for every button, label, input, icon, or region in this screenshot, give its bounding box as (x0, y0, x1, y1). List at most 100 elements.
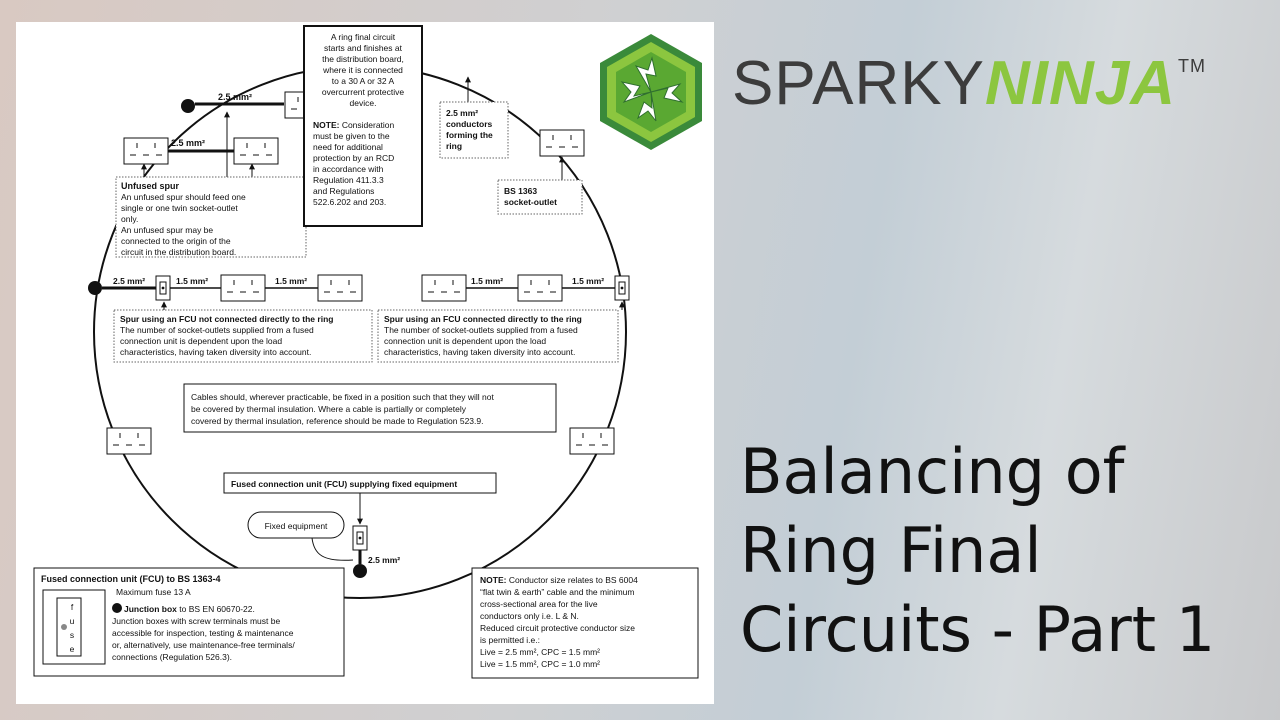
socket-outlet-top-left-2 (233, 137, 279, 165)
socket-outlet-right-spur-1 (421, 274, 467, 302)
socket-outlet-left-spur-2 (317, 274, 363, 302)
brand-name-sparky: SPARKY (732, 49, 985, 118)
brand-name-ninja: NINJA (984, 49, 1176, 118)
svg-text:connected to the origin of the: connected to the origin of the (121, 236, 231, 246)
cable-label: 1.5 mm² (471, 276, 503, 286)
svg-text:u: u (70, 616, 75, 626)
svg-text:single or one twin socket-outl: single or one twin socket-outlet (121, 203, 238, 213)
fcu-left (155, 275, 171, 301)
socket-outlet-left-spur-1 (220, 274, 266, 302)
title-line: Circuits - Part 1 (740, 593, 1216, 666)
cable-label: 1.5 mm² (275, 276, 307, 286)
svg-text:522.6.202 and 203.: 522.6.202 and 203. (313, 197, 386, 207)
svg-text:overcurrent protective: overcurrent protective (322, 87, 404, 97)
junction-point-left (88, 281, 102, 295)
svg-text:The number of socket-outlets s: The number of socket-outlets supplied fr… (120, 325, 314, 335)
cable-label: 2.5 mm² (368, 555, 400, 565)
svg-text:the distribution board,: the distribution board, (322, 54, 404, 64)
svg-text:ring: ring (446, 141, 462, 151)
bs1363-note: BS 1363 socket-outlet (504, 186, 557, 207)
svg-text:starts and finishes at: starts and finishes at (324, 43, 403, 53)
svg-text:A ring final circuit: A ring final circuit (331, 32, 396, 42)
junction-box-legend: Junction box to BS EN 60670-22. Junction… (112, 603, 295, 662)
svg-text:2.5 mm²: 2.5 mm² (446, 108, 478, 118)
socket-outlet-right-spur-2 (517, 274, 563, 302)
svg-text:accessible for inspection, tes: accessible for inspection, testing & mai… (112, 628, 294, 638)
svg-text:An unfused spur may be: An unfused spur may be (121, 225, 213, 235)
title-line: Ring Final (740, 514, 1042, 587)
ring-circuit-note: A ring final circuit starts and finishes… (322, 32, 404, 108)
svg-text:conductors only i.e. L & N.: conductors only i.e. L & N. (480, 611, 579, 621)
svg-text:Maximum fuse 13 A: Maximum fuse 13 A (116, 587, 191, 597)
socket-outlet-ring-right (569, 427, 615, 455)
svg-text:is permitted i.e.:: is permitted i.e.: (480, 635, 540, 645)
svg-text:socket-outlet: socket-outlet (504, 197, 557, 207)
socket-outlet-top-right (539, 129, 585, 157)
svg-text:connection unit is dependent u: connection unit is dependent upon the lo… (384, 336, 546, 346)
spur-fcu-not-connected-note: Spur using an FCU not connected directly… (120, 314, 333, 357)
junction-point-top (181, 99, 195, 113)
svg-text:Junction box to BS EN 60670-22: Junction box to BS EN 60670-22. (124, 604, 255, 614)
svg-text:cross-sectional area for the l: cross-sectional area for the live (480, 599, 598, 609)
svg-text:forming the: forming the (446, 130, 493, 140)
svg-text:characteristics, having taken: characteristics, having taken diversity … (120, 347, 311, 357)
svg-text:connection unit is dependent u: connection unit is dependent upon the lo… (120, 336, 282, 346)
svg-text:in accordance with: in accordance with (313, 164, 384, 174)
fcu-legend: Fused connection unit (FCU) to BS 1363-4… (41, 574, 221, 665)
cable-label: 2.5 mm² (171, 138, 205, 148)
svg-text:must be given to the: must be given to the (313, 131, 390, 141)
svg-text:Live = 2.5 mm², CPC = 1.5 mm²: Live = 2.5 mm², CPC = 1.5 mm² (480, 647, 600, 657)
svg-text:Spur using an FCU connected di: Spur using an FCU connected directly to … (384, 314, 582, 324)
unfused-spur-note: Unfused spur An unfused spur should feed… (121, 181, 246, 257)
svg-text:and Regulations: and Regulations (313, 186, 374, 196)
svg-text:NOTE: Conductor size relates t: NOTE: Conductor size relates to BS 6004 (480, 575, 638, 585)
cable-label: 2.5 mm² (113, 276, 145, 286)
svg-text:characteristics, having taken: characteristics, having taken diversity … (384, 347, 575, 357)
wiring-diagram: 2.5 mm² 2.5 mm² Unfused spur An unfused … (16, 22, 714, 704)
svg-text:Cables should, wherever practi: Cables should, wherever practicable, be … (191, 392, 495, 402)
svg-text:Junction boxes with screw term: Junction boxes with screw terminals must… (112, 616, 280, 626)
svg-text:be covered by thermal insulati: be covered by thermal insulation. Where … (191, 404, 467, 414)
svg-text:or, alternatively, use mainten: or, alternatively, use maintenance-free … (112, 640, 295, 650)
svg-text:circuit in the distribution bo: circuit in the distribution board. (121, 247, 236, 257)
svg-text:e: e (70, 644, 75, 654)
svg-text:covered by thermal insulation,: covered by thermal insulation, reference… (191, 416, 484, 426)
cable-label: 1.5 mm² (176, 276, 208, 286)
svg-text:protection by an RCD: protection by an RCD (313, 153, 394, 163)
socket-outlet-top-left-1 (123, 137, 169, 165)
svg-text:only.: only. (121, 214, 138, 224)
svg-text:“flat twin & earth” cable and: “flat twin & earth” cable and the minimu… (480, 587, 634, 597)
svg-text:Fused connection unit (FCU) to: Fused connection unit (FCU) to BS 1363-4 (41, 574, 221, 584)
svg-text:f: f (71, 602, 74, 612)
trademark: TM (1177, 56, 1206, 76)
video-title: Balancing of Ring Final Circuits - Part … (740, 432, 1270, 669)
socket-outlet-ring-left (106, 427, 152, 455)
svg-text:Reduced circuit protective con: Reduced circuit protective conductor siz… (480, 623, 635, 633)
svg-text:Spur using an FCU not connecte: Spur using an FCU not connected directly… (120, 314, 333, 324)
conductors-note: 2.5 mm² conductors forming the ring (446, 108, 493, 151)
svg-text:need for additional: need for additional (313, 142, 383, 152)
conductor-size-note: NOTE: Conductor size relates to BS 6004 … (480, 575, 638, 669)
sparky-ninja-logo-icon (596, 32, 706, 152)
svg-text:Unfused spur: Unfused spur (121, 181, 180, 191)
svg-text:to a 30 A or 32 A: to a 30 A or 32 A (332, 76, 395, 86)
svg-text:where it is connected: where it is connected (322, 65, 403, 75)
svg-text:s: s (70, 630, 74, 640)
fcu-fixed-equipment-label: Fused connection unit (FCU) supplying fi… (231, 479, 457, 489)
fixed-equipment-label: Fixed equipment (265, 521, 328, 531)
rcd-note: NOTE: Consideration must be given to the… (313, 120, 395, 207)
spur-fcu-connected-note: Spur using an FCU connected directly to … (384, 314, 582, 357)
fcu-right (614, 275, 630, 301)
svg-text:connections (Regulation 526.3): connections (Regulation 526.3). (112, 652, 232, 662)
svg-text:device.: device. (350, 98, 377, 108)
cable-label: 2.5 mm² (218, 92, 252, 102)
cable-label: 1.5 mm² (572, 276, 604, 286)
fcu-bottom (352, 525, 368, 551)
thermal-insulation-note: Cables should, wherever practicable, be … (191, 392, 495, 426)
svg-text:An unfused spur should feed on: An unfused spur should feed one (121, 192, 246, 202)
svg-text:Regulation 411.3.3: Regulation 411.3.3 (313, 175, 384, 185)
svg-text:conductors: conductors (446, 119, 493, 129)
svg-text:The number of socket-outlets s: The number of socket-outlets supplied fr… (384, 325, 578, 335)
junction-point-bottom (353, 564, 367, 578)
